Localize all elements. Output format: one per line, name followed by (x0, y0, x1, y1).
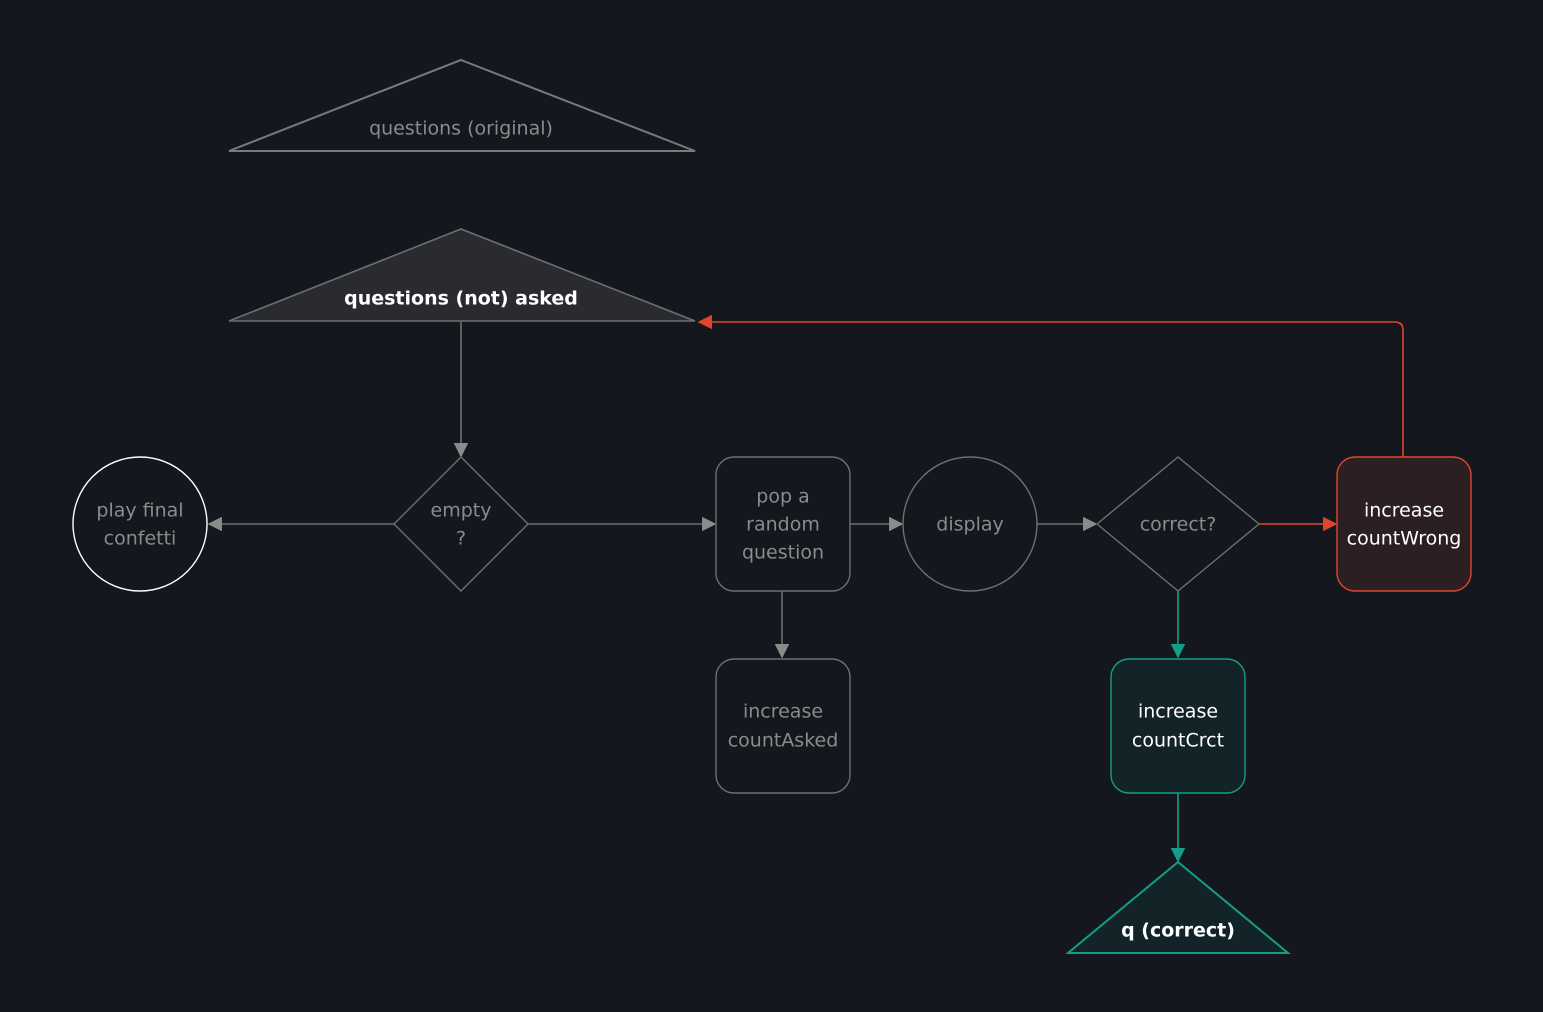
node-label-line-2: ? (456, 528, 466, 550)
edges (207, 314, 1404, 863)
node-display[interactable]: display (902, 456, 1038, 592)
node-increase-count-crct[interactable]: increase countCrct (1110, 658, 1246, 794)
node-questions-original[interactable]: questions (original) (228, 58, 696, 152)
circle-shape (902, 456, 1038, 592)
node-pop-random-question[interactable]: pop a random question (715, 456, 851, 592)
node-label-line-1: increase (743, 701, 823, 723)
node-label-line-2: random (746, 514, 820, 536)
node-questions-not-asked[interactable]: questions (not) asked (228, 228, 696, 322)
node-label-line-1: empty (431, 500, 492, 522)
diamond-shape (1095, 456, 1261, 592)
node-empty[interactable]: empty ? (393, 456, 529, 592)
node-label-line-1: play final (96, 500, 183, 522)
node-label-line-1: increase (1364, 500, 1444, 522)
node-label-line-2: confetti (104, 528, 177, 550)
node-label-line-2: countWrong (1347, 528, 1462, 550)
node-play-final-confetti[interactable]: play final confetti (72, 456, 208, 592)
node-increase-count-asked[interactable]: increase countAsked (715, 658, 851, 794)
node-label: questions (original) (369, 118, 553, 140)
node-label: questions (not) asked (344, 288, 578, 310)
triangle-shape (228, 58, 696, 152)
node-q-correct[interactable]: q (correct) (1065, 860, 1291, 954)
triangle-shape (1065, 860, 1291, 954)
node-label-line-3: question (742, 542, 824, 564)
node-label: q (correct) (1121, 920, 1235, 942)
node-label-line-1: pop a (756, 486, 809, 508)
edge-increase-wrong-to-not-asked (697, 314, 1404, 457)
box-shape (1110, 658, 1246, 794)
node-label-line-1: increase (1138, 701, 1218, 723)
circle-shape (72, 456, 208, 592)
node-correct[interactable]: correct? (1095, 456, 1261, 592)
box-shape (1336, 456, 1472, 592)
box-shape (715, 658, 851, 794)
node-label: correct? (1140, 514, 1217, 536)
node-label-line-2: countCrct (1132, 730, 1224, 752)
node-increase-count-wrong[interactable]: increase countWrong (1336, 456, 1472, 592)
box-shape (715, 456, 851, 592)
node-label-line-2: countAsked (728, 730, 839, 752)
node-label: display (936, 514, 1003, 536)
diamond-shape (393, 456, 529, 592)
triangle-shape (228, 228, 696, 322)
